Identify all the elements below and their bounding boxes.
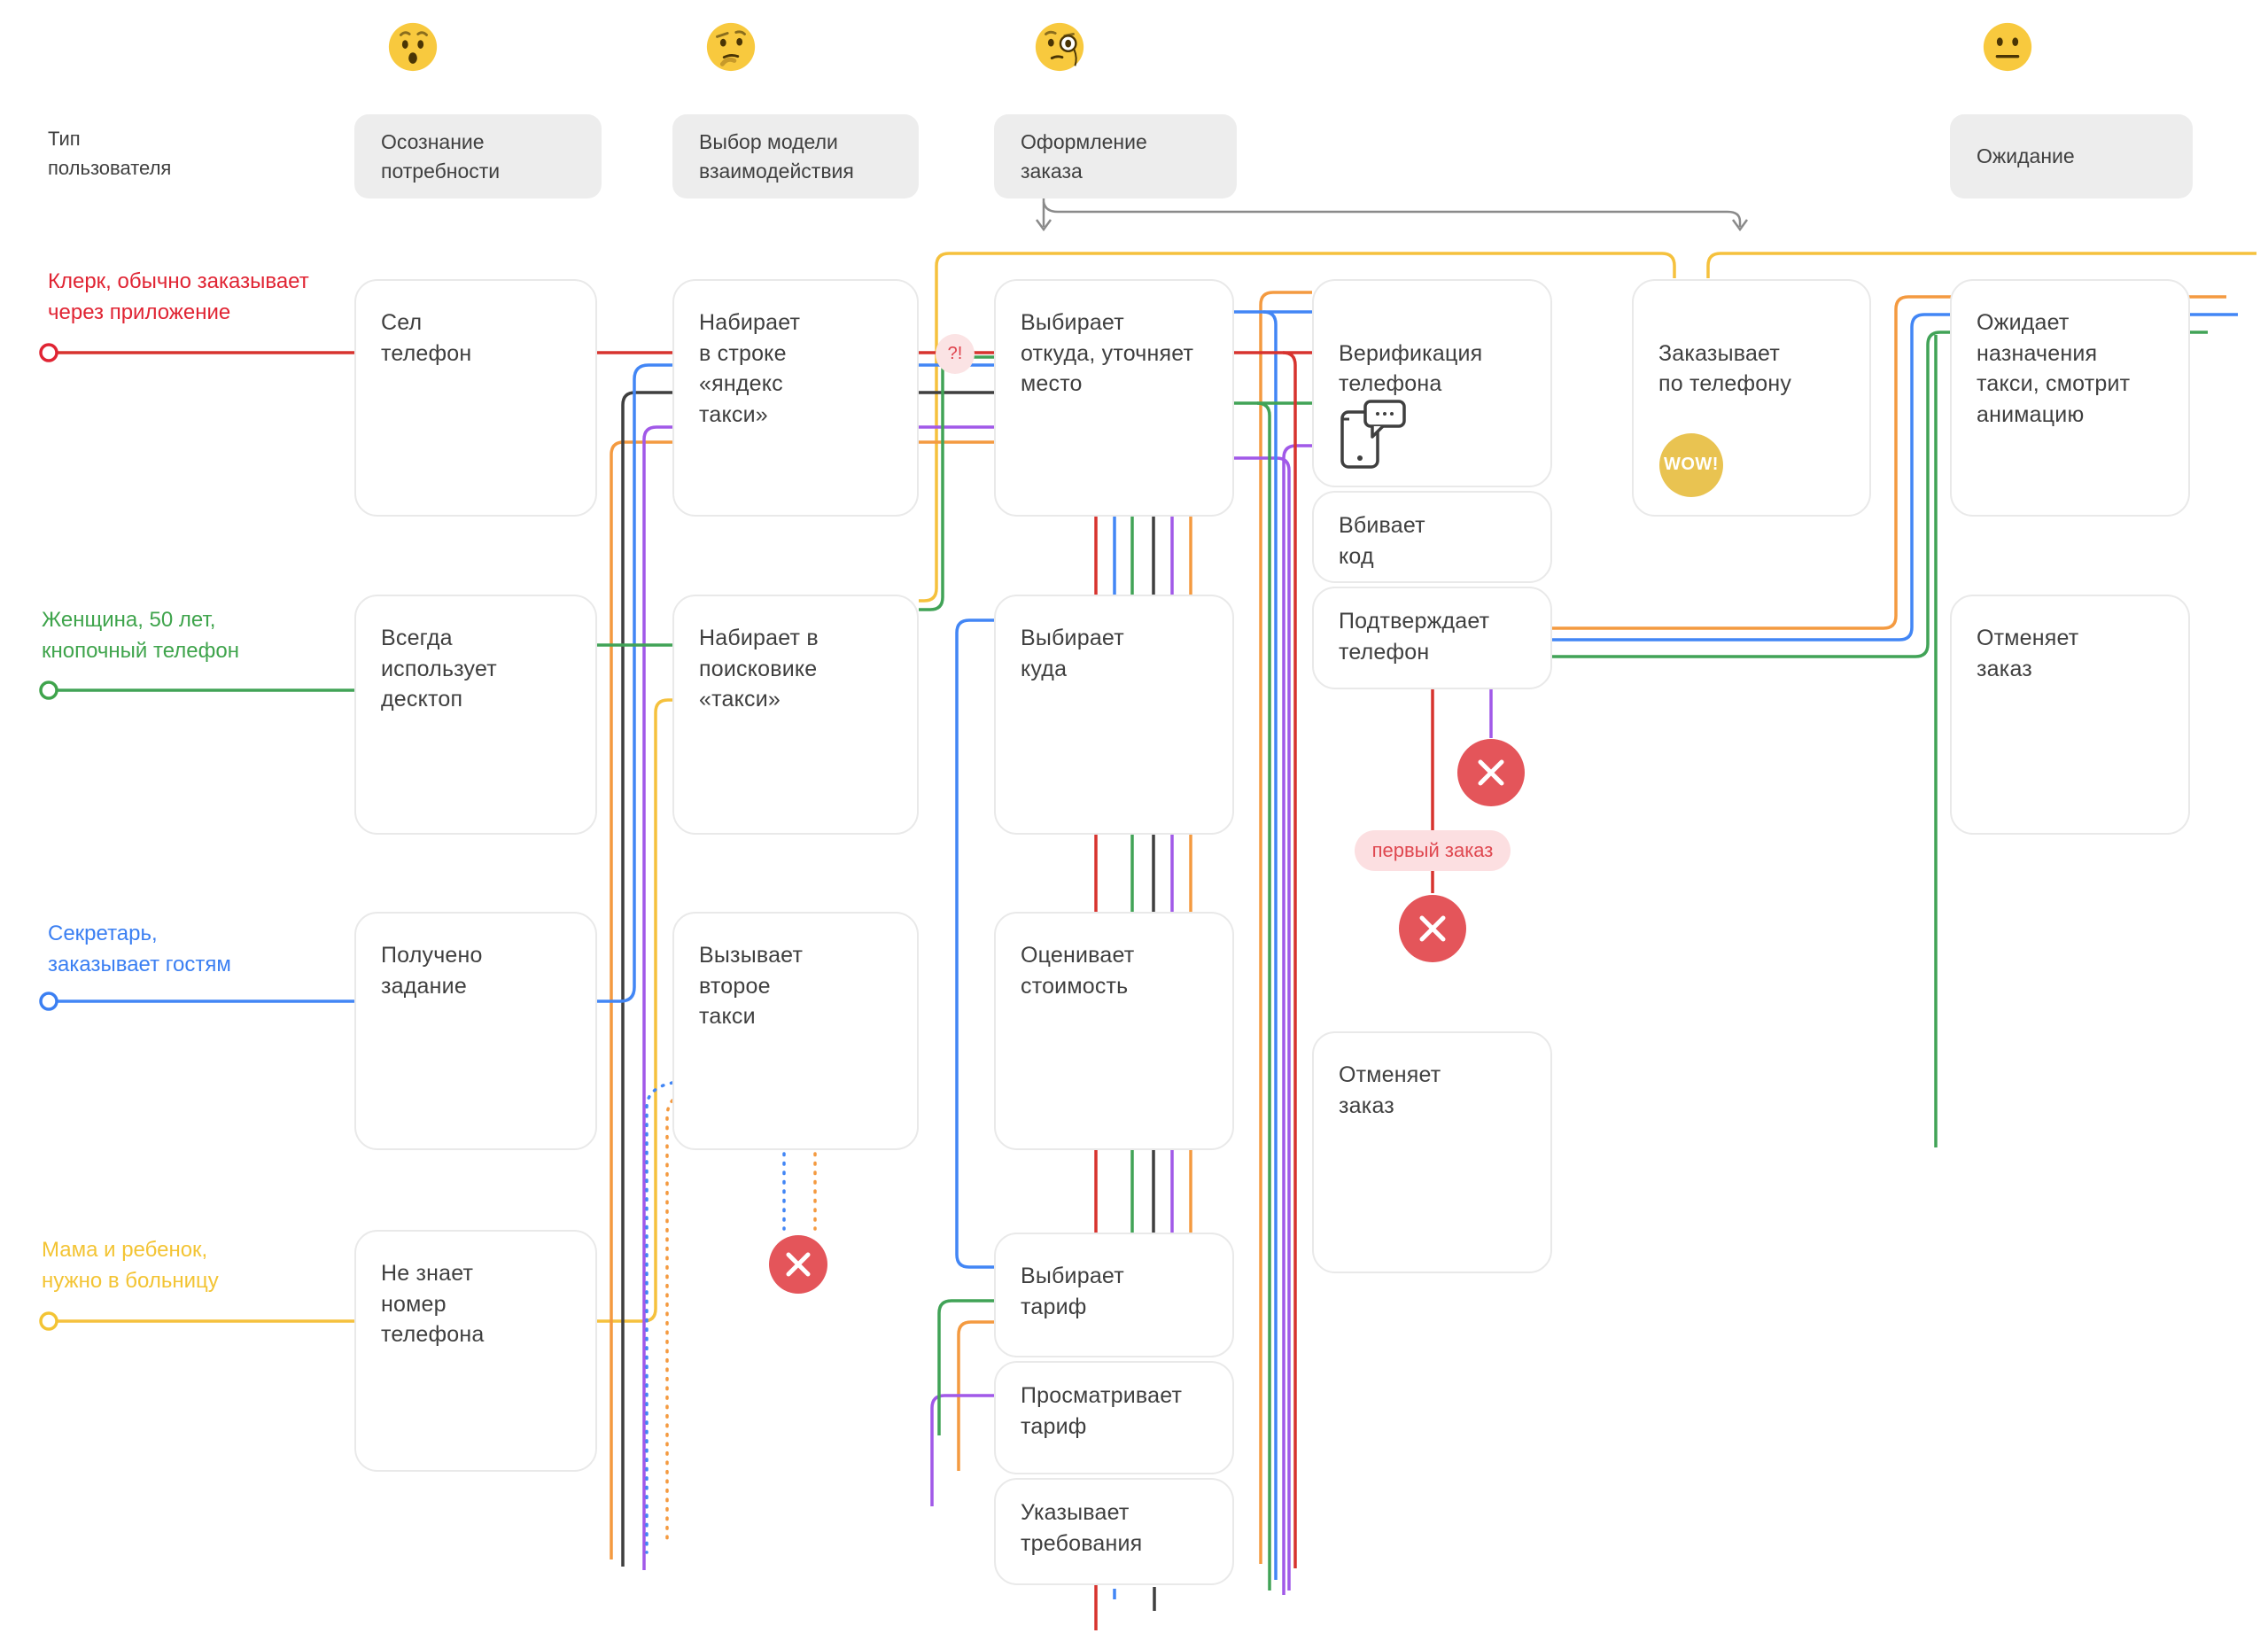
- stage-label: Ожидание: [1977, 144, 2075, 168]
- card-nabiraet-poiskovik[interactable]: Набирает в поисковике «такси»: [672, 595, 919, 835]
- card-nabiraet-stroka[interactable]: Набирает в строке «яндекс такси»: [672, 279, 919, 517]
- neutral-face-emoji: [1983, 22, 2032, 72]
- card-ukazyvaet-trebovaniya[interactable]: Указывает требования: [994, 1478, 1234, 1585]
- card-label: Набирает в строке «яндекс такси»: [699, 310, 801, 427]
- card-polucheno-zadanie[interactable]: Получено задание: [354, 912, 597, 1150]
- fail-cross-icon[interactable]: [1399, 895, 1466, 962]
- card-vybiraet-otkuda[interactable]: Выбирает откуда, уточняет место: [994, 279, 1234, 517]
- card-label: Не знает номер телефона: [381, 1261, 485, 1347]
- persona-start-dots: [39, 343, 58, 1331]
- card-label: Всегда использует десктоп: [381, 626, 497, 712]
- thinking-face-emoji: [706, 22, 756, 72]
- card-label: Набирает в поисковике «такси»: [699, 626, 819, 712]
- card-zakazyvaet-po-telefonu[interactable]: Заказывает по телефону WOW!: [1632, 279, 1871, 517]
- problem-alert-badge[interactable]: ?!: [936, 334, 975, 374]
- persona-secretary-label: Секретарь, заказывает гостям: [48, 922, 231, 977]
- card-label: Вбивает код: [1339, 513, 1425, 569]
- first-order-badge[interactable]: первый заказ: [1355, 830, 1511, 871]
- card-label: Выбирает откуда, уточняет место: [1021, 310, 1194, 396]
- stage-arrow: [1035, 198, 1749, 232]
- hushed-face-emoji: [388, 22, 438, 72]
- card-label: Сел телефон: [381, 310, 472, 366]
- card-label: Заказывает по телефону: [1658, 340, 1792, 397]
- card-label: Оценивает стоимость: [1021, 943, 1135, 999]
- card-ocenivaet-stoimost[interactable]: Оценивает стоимость: [994, 912, 1234, 1150]
- orange-dashed-line: [665, 1099, 817, 1547]
- fail-cross-icon[interactable]: [1457, 739, 1525, 806]
- blue-journey-line: [57, 310, 2238, 1599]
- card-vbivaet-kod[interactable]: Вбивает код: [1312, 491, 1552, 583]
- phone-sms-icon: [1340, 400, 1406, 469]
- card-sel-telefon[interactable]: Сел телефон: [354, 279, 597, 517]
- stage-model-choice[interactable]: Выбор модели взаимодействия: [672, 114, 919, 198]
- card-label: Вызывает второе такси: [699, 943, 804, 1029]
- card-label: Просматривает тариф: [1021, 1383, 1183, 1439]
- card-ozhidaet-naznacheniya[interactable]: Ожидает назначения такси, смотрит анимац…: [1950, 279, 2190, 517]
- stage-awareness[interactable]: Осознание потребности: [354, 114, 602, 198]
- persona-clerk-label: Клерк, обычно заказывает через приложени…: [48, 269, 309, 325]
- card-otmenyaet-zakaz-verif[interactable]: Отменяет заказ: [1312, 1031, 1552, 1273]
- card-podtverzhdaet-telefon[interactable]: Подтверждает телефон: [1312, 587, 1552, 689]
- wow-badge: WOW!: [1659, 433, 1723, 497]
- stage-label: Выбор модели взаимодействия: [699, 129, 854, 183]
- card-otmenyaet-zakaz-ozhidanie[interactable]: Отменяет заказ: [1950, 595, 2190, 835]
- card-vyzyvaet-vtoroe[interactable]: Вызывает второе такси: [672, 912, 919, 1150]
- card-vsegda-desktop[interactable]: Всегда использует десктоп: [354, 595, 597, 835]
- card-vybiraet-tarif[interactable]: Выбирает тариф: [994, 1233, 1234, 1357]
- card-vybiraet-kuda[interactable]: Выбирает куда: [994, 595, 1234, 835]
- stage-label: Осознание потребности: [381, 129, 501, 183]
- card-label: Выбирает куда: [1021, 626, 1124, 681]
- persona-mom-label: Мама и ребенок, нужно в больницу: [42, 1238, 219, 1294]
- type-of-user-label: Тип пользователя: [48, 128, 172, 179]
- persona-woman-label: Женщина, 50 лет, кнопочный телефон: [42, 608, 239, 664]
- blue-dashed-line: [645, 1081, 786, 1554]
- fail-cross-icon[interactable]: [769, 1235, 827, 1294]
- stage-waiting[interactable]: Ожидание: [1950, 114, 2193, 198]
- card-label: Ожидает назначения такси, смотрит анимац…: [1977, 310, 2131, 427]
- stage-label: Оформление заказа: [1021, 129, 1147, 183]
- stage-order[interactable]: Оформление заказа: [994, 114, 1237, 198]
- card-label: Подтверждает телефон: [1339, 609, 1490, 665]
- card-label: Выбирает тариф: [1021, 1264, 1124, 1319]
- monocle-face-emoji: [1035, 22, 1084, 72]
- card-verifikaciya-telefona[interactable]: Верификация телефона: [1312, 279, 1552, 487]
- card-ne-znaet-nomer[interactable]: Не знает номер телефона: [354, 1230, 597, 1472]
- card-label: Указывает требования: [1021, 1500, 1143, 1556]
- card-label: Отменяет заказ: [1339, 1062, 1441, 1118]
- card-label: Отменяет заказ: [1977, 626, 2079, 681]
- card-label: Получено задание: [381, 943, 483, 999]
- card-label: Верификация телефона: [1339, 340, 1483, 397]
- card-prosmatrivaet-tarif[interactable]: Просматривает тариф: [994, 1361, 1234, 1474]
